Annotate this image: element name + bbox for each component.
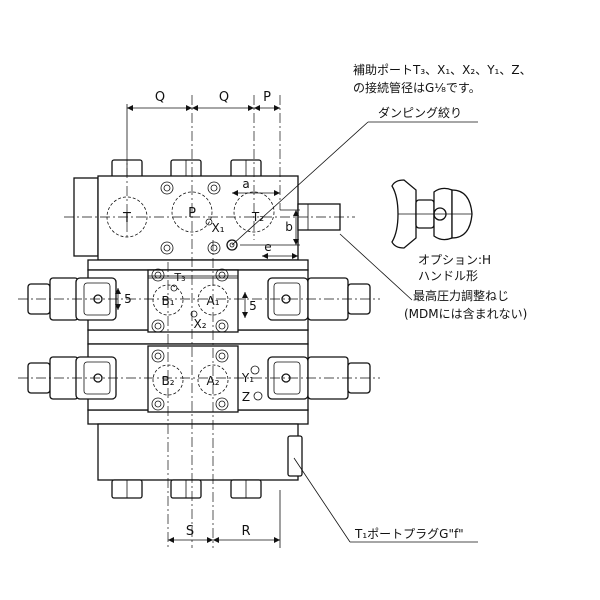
port-a2-label: A₂ — [206, 374, 219, 388]
note-t1-plug: T₁ポートプラグG"f" — [354, 527, 464, 541]
bottom-manifold-block — [97, 423, 303, 499]
dim-b: b — [285, 220, 293, 234]
leader-lines — [231, 121, 478, 543]
port-p-label: P — [188, 206, 196, 221]
dim-q1: Q — [155, 90, 165, 105]
port-a1-label: A₁ — [206, 294, 219, 308]
note-relief-2: (MDMには含まれない) — [404, 306, 527, 321]
dim-a: a — [242, 177, 249, 191]
spacer-plates — [87, 259, 309, 425]
dimension-lines — [115, 104, 300, 548]
note-damping: ダンピング絞り — [378, 105, 462, 120]
port-x2-label: X₂ — [193, 317, 206, 331]
note-option-1: オプション:H — [418, 253, 491, 267]
option-handle-illustration — [391, 179, 473, 249]
dim-q2: Q — [219, 90, 229, 105]
labels: Q Q P a b e 5 5 S R T P T₂ X₁ T₃ B₁ A₁ X… — [122, 63, 532, 541]
note-aux-ports-2: の接続管径はG¹⁄₈です。 — [353, 80, 481, 95]
port-t2-circle — [233, 191, 275, 233]
port-p-circle — [171, 191, 213, 233]
dim-5-upper: 5 — [124, 292, 132, 306]
center-lines — [18, 95, 380, 548]
port-b1-label: B₁ — [161, 294, 174, 308]
solenoid-valve-2 — [27, 343, 371, 413]
dim-r: R — [241, 524, 250, 539]
top-bolt-heads — [111, 159, 262, 179]
note-aux-ports-1: 補助ポートT₃、X₁、X₂、Y₁、Z、 — [353, 63, 532, 77]
dim-p: P — [263, 90, 271, 105]
port-t2-label: T₂ — [251, 210, 264, 224]
note-relief-1: 最高圧力調整ねじ — [413, 288, 509, 303]
dim-5-right: 5 — [249, 299, 257, 313]
dim-s: S — [186, 524, 194, 539]
port-z-label: Z — [242, 390, 250, 404]
solenoid-valve-1 — [27, 268, 371, 333]
port-y1-label: Y₁ — [241, 371, 254, 385]
port-t3-label: T₃ — [173, 271, 185, 284]
port-x1-label: X₁ — [211, 221, 224, 235]
port-t-label: T — [122, 211, 131, 226]
note-option-2: ハンドル形 — [418, 269, 478, 283]
top-manifold-block — [73, 175, 341, 261]
dim-e: e — [264, 240, 271, 254]
port-b2-label: B₂ — [161, 374, 174, 388]
